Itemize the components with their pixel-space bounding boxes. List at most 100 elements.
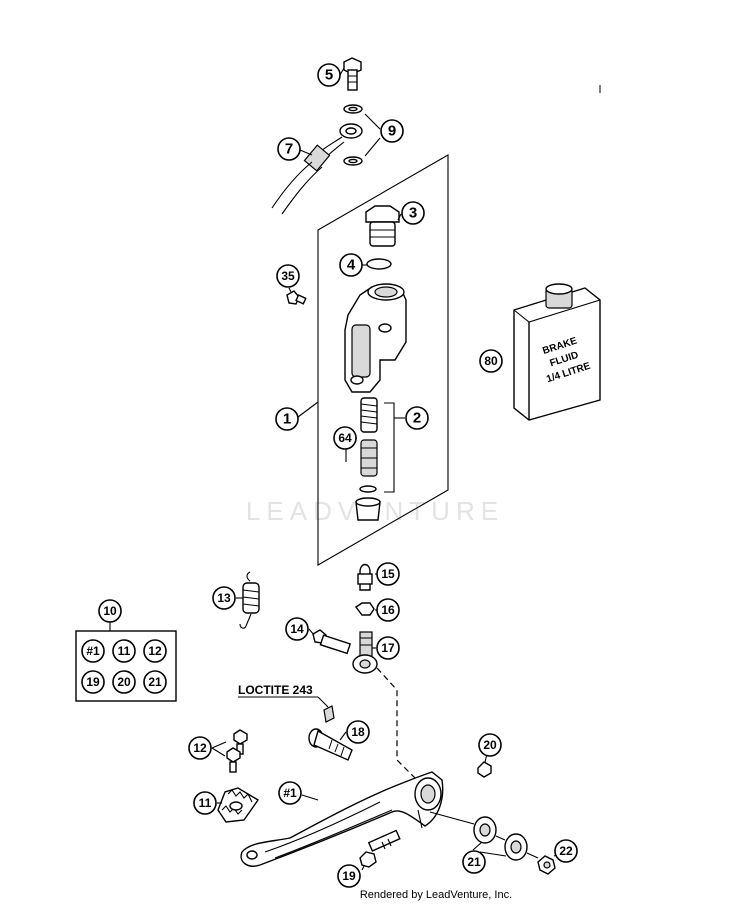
svg-text:64: 64 bbox=[338, 431, 352, 445]
svg-text:11: 11 bbox=[199, 796, 212, 810]
leader-1b bbox=[301, 794, 319, 801]
leader-21a bbox=[472, 841, 483, 851]
kit-item-1: #1 bbox=[81, 639, 105, 663]
callout-20: 20 bbox=[478, 733, 502, 757]
svg-text:7: 7 bbox=[285, 141, 293, 158]
grease-nipple bbox=[477, 761, 492, 778]
leader-19 bbox=[361, 865, 365, 871]
callout-2: 2 bbox=[405, 406, 429, 430]
lock-nut bbox=[354, 602, 375, 616]
bearing-right bbox=[504, 833, 528, 861]
svg-text:12: 12 bbox=[148, 644, 162, 658]
callout-18: 18 bbox=[346, 720, 370, 744]
small-bolt-35 bbox=[286, 290, 307, 305]
loctite-label: LOCTITE 243 bbox=[238, 683, 313, 697]
svg-text:16: 16 bbox=[381, 603, 395, 617]
leader-12a bbox=[211, 741, 227, 749]
svg-text:5: 5 bbox=[325, 67, 333, 84]
leader-12b bbox=[211, 747, 226, 757]
svg-text:19: 19 bbox=[86, 675, 100, 689]
banjo-bolt bbox=[343, 57, 362, 91]
leader-14 bbox=[308, 628, 315, 636]
callout-10: 10 bbox=[98, 599, 122, 623]
callout-5: 5 bbox=[317, 63, 341, 87]
piston bbox=[360, 439, 378, 477]
callout-22: 22 bbox=[554, 839, 578, 863]
leader-9b bbox=[364, 137, 381, 157]
kit-item-19: 19 bbox=[81, 670, 105, 694]
sealing-washer-lower bbox=[343, 156, 363, 166]
svg-text:9: 9 bbox=[388, 123, 396, 140]
tension-spring bbox=[239, 571, 260, 629]
svg-text:#1: #1 bbox=[283, 786, 297, 800]
leader-18 bbox=[339, 731, 347, 741]
svg-text:35: 35 bbox=[281, 269, 295, 283]
alignment-line bbox=[376, 667, 423, 786]
svg-text:80: 80 bbox=[484, 354, 498, 368]
callout-1-lever: #1 bbox=[278, 781, 302, 805]
svg-text:21: 21 bbox=[148, 675, 162, 689]
svg-text:#1: #1 bbox=[86, 644, 100, 658]
footer-credit: Rendered by LeadVenture, Inc. bbox=[360, 889, 512, 901]
svg-text:20: 20 bbox=[117, 675, 131, 689]
reservoir-plug bbox=[365, 205, 400, 247]
bearing-left bbox=[473, 816, 497, 844]
svg-text:1: 1 bbox=[283, 411, 291, 428]
master-cylinder-body bbox=[344, 283, 407, 393]
return-spring bbox=[360, 397, 378, 433]
callout-3: 3 bbox=[401, 201, 425, 225]
svg-text:11: 11 bbox=[118, 644, 131, 658]
leader-35 bbox=[288, 287, 292, 293]
lever-nut bbox=[537, 855, 556, 875]
leader-1 bbox=[297, 401, 319, 418]
callout-14: 14 bbox=[285, 617, 309, 641]
svg-text:14: 14 bbox=[290, 622, 304, 636]
loctite-leader bbox=[317, 696, 329, 708]
kit-item-21: 21 bbox=[143, 670, 167, 694]
brake-hose bbox=[271, 136, 345, 215]
leader-3 bbox=[397, 213, 402, 221]
callout-17: 17 bbox=[376, 636, 400, 660]
axis-line-1 bbox=[429, 811, 475, 825]
kit-item-12: 12 bbox=[143, 639, 167, 663]
callout-19: 19 bbox=[337, 864, 361, 888]
callout-12: 12 bbox=[188, 736, 212, 760]
step-bolt-lower bbox=[226, 747, 241, 773]
callout-21: 21 bbox=[462, 850, 486, 874]
svg-text:19: 19 bbox=[342, 869, 356, 883]
svg-text:21: 21 bbox=[467, 855, 481, 869]
callout-64: 64 bbox=[333, 426, 357, 450]
callout-35: 35 bbox=[276, 264, 300, 288]
master-cylinder-group-outline bbox=[317, 154, 449, 566]
svg-text:22: 22 bbox=[559, 844, 573, 858]
callout-13: 13 bbox=[212, 586, 236, 610]
kit-item-20: 20 bbox=[112, 670, 136, 694]
pivot-bolt bbox=[308, 728, 353, 761]
axis-line-2 bbox=[495, 835, 506, 841]
o-ring bbox=[366, 258, 392, 270]
callout-4: 4 bbox=[339, 253, 363, 277]
callout-9: 9 bbox=[380, 119, 404, 143]
svg-text:17: 17 bbox=[381, 641, 395, 655]
svg-text:3: 3 bbox=[409, 205, 417, 222]
svg-text:13: 13 bbox=[217, 591, 231, 605]
axis-line-3 bbox=[526, 852, 539, 859]
svg-text:15: 15 bbox=[381, 567, 395, 581]
boot bbox=[355, 497, 381, 521]
lever-pivot-bolt bbox=[359, 829, 401, 868]
clevis bbox=[352, 631, 378, 674]
brake-fluid-can: BRAKE FLUID 1/4 LITRE bbox=[513, 283, 601, 421]
banjo-fitting bbox=[339, 123, 363, 139]
callout-11: 11 bbox=[193, 791, 217, 815]
kit-item-11: 11 bbox=[112, 639, 136, 663]
svg-text:4: 4 bbox=[347, 257, 356, 274]
svg-text:20: 20 bbox=[483, 738, 497, 752]
callout-7: 7 bbox=[277, 137, 301, 161]
sealing-washer-upper bbox=[343, 104, 363, 114]
svg-text:10: 10 bbox=[103, 604, 117, 618]
leader-7 bbox=[299, 149, 313, 156]
pushrod-threaded bbox=[357, 563, 373, 591]
callout-80: 80 bbox=[479, 349, 503, 373]
clevis-bolt bbox=[312, 629, 352, 655]
